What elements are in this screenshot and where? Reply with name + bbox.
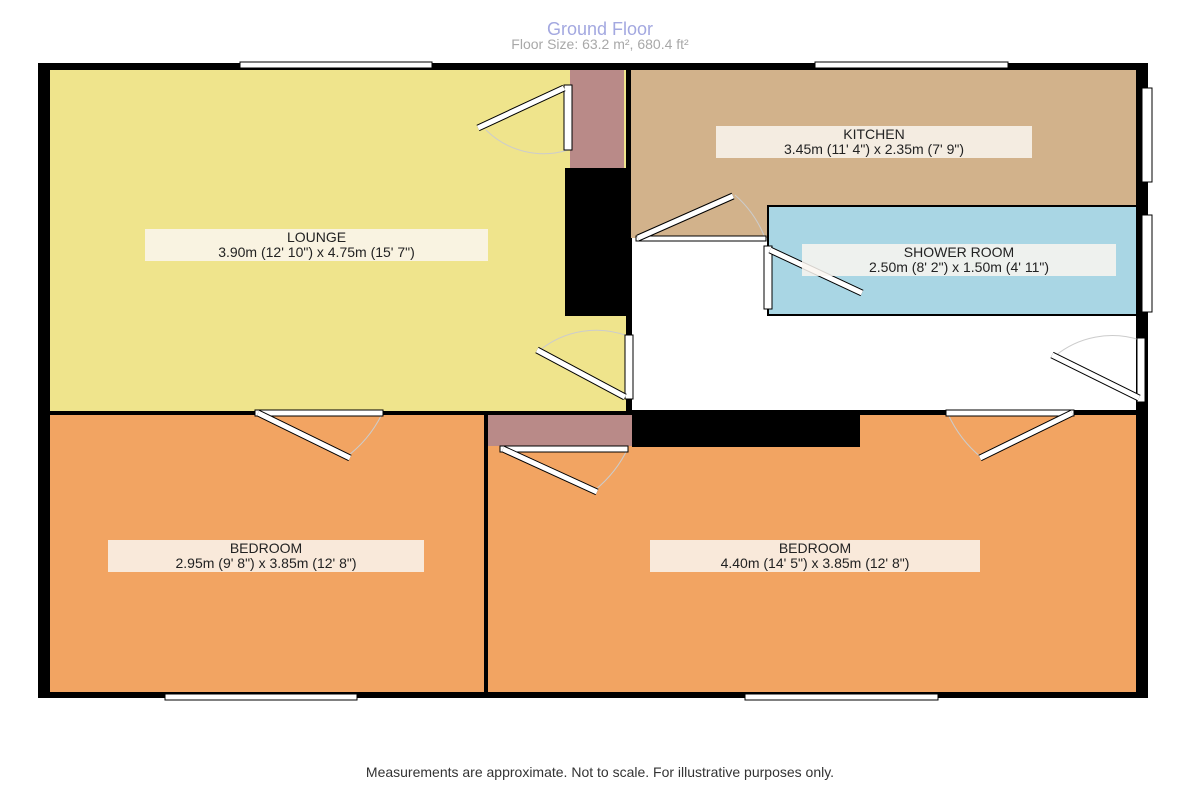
disclaimer: Measurements are approximate. Not to sca…	[365, 764, 835, 780]
door	[563, 84, 573, 151]
door	[945, 409, 1075, 417]
room-name: BEDROOM	[778, 540, 852, 556]
room-dimensions: 2.50m (8' 2") x 1.50m (4' 11")	[869, 259, 1049, 275]
room-name: SHOWER ROOM	[903, 244, 1015, 260]
windows	[164, 61, 1153, 701]
floor-title: Ground Floor	[546, 19, 654, 39]
doors	[254, 84, 1146, 496]
window	[239, 61, 433, 69]
door	[624, 334, 634, 400]
door	[499, 445, 629, 453]
window	[1141, 87, 1153, 183]
room-label-shower-room: SHOWER ROOM 2.50m (8' 2") x 1.50m (4' 11…	[802, 244, 1116, 276]
wall-block	[632, 415, 860, 447]
door	[1136, 337, 1146, 403]
door	[635, 235, 767, 242]
room-name: LOUNGE	[286, 229, 347, 245]
room-label-bedroom-left: BEDROOM 2.95m (9' 8") x 3.85m (12' 8")	[108, 540, 424, 572]
window	[744, 693, 939, 701]
lounge-cupboard	[570, 70, 624, 168]
room-label-kitchen: KITCHEN 3.45m (11' 4") x 2.35m (7' 9")	[716, 126, 1032, 158]
room-label-bedroom-right: BEDROOM 4.40m (14' 5") x 3.85m (12' 8")	[650, 540, 980, 572]
floor-size: Floor Size: 63.2 m², 680.4 ft²	[511, 36, 689, 52]
room-dimensions: 3.45m (11' 4") x 2.35m (7' 9")	[784, 141, 964, 157]
room-name: KITCHEN	[843, 126, 905, 142]
room-dimensions: 4.40m (14' 5") x 3.85m (12' 8")	[720, 555, 910, 571]
bedroom-cupboard	[488, 415, 632, 446]
room-name: BEDROOM	[229, 540, 303, 556]
room-dimensions: 2.95m (9' 8") x 3.85m (12' 8")	[175, 555, 357, 571]
window	[164, 693, 358, 701]
door	[763, 245, 773, 310]
window	[814, 61, 1009, 69]
door	[254, 409, 384, 417]
window	[1141, 214, 1153, 313]
room-dimensions: 3.90m (12' 10") x 4.75m (15' 7")	[218, 244, 415, 260]
chimney-breast	[565, 168, 626, 316]
room-label-lounge: LOUNGE 3.90m (12' 10") x 4.75m (15' 7")	[145, 229, 488, 261]
